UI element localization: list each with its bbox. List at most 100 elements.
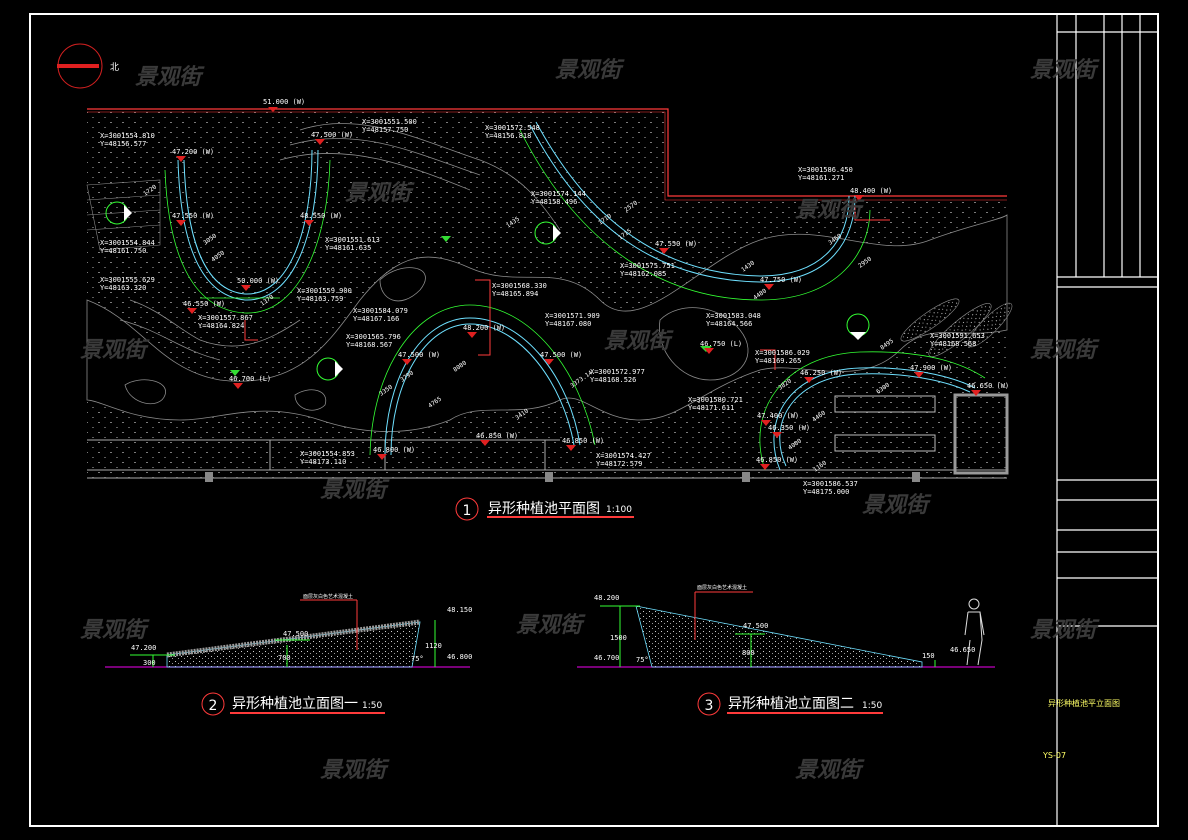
- elevation-marker-icon: [914, 372, 924, 378]
- coordinate-y: Y=48157.750: [362, 126, 408, 134]
- drawing-number: YS-07: [1042, 751, 1066, 760]
- coordinate-x: X=3001551.500: [362, 118, 417, 126]
- plan-title: 1 异形种植池平面图 1:100: [455, 497, 634, 521]
- level-label: 47.500: [283, 630, 308, 638]
- elevation-label: 46.250 (W): [800, 369, 842, 377]
- human-figure-icon: [964, 598, 985, 666]
- watermark-text: 景观街: [320, 758, 390, 783]
- watermark-text: 景观街: [604, 329, 674, 354]
- north-label: 北: [110, 62, 119, 73]
- elevation-label: 50.000 (W): [237, 277, 279, 285]
- coordinate-y: Y=48156.818: [485, 132, 531, 140]
- elevation-marker-icon: [659, 248, 669, 254]
- watermark-text: 景观街: [795, 758, 865, 783]
- coordinate-y: Y=48172.579: [596, 460, 642, 468]
- elevation-marker-icon: [480, 440, 490, 446]
- elevation-label: 47.500 (W): [398, 351, 440, 359]
- elevation-marker-icon: [971, 390, 981, 396]
- coordinate-x: X=3001557.867: [198, 314, 253, 322]
- coordinate-x: X=3001555.629: [100, 276, 155, 284]
- elevation-label: 46.850 (W): [476, 432, 518, 440]
- coordinate-y: Y=48161.635: [325, 244, 371, 252]
- svg-text:1: 1: [463, 503, 472, 519]
- dim-label: 150: [922, 652, 935, 660]
- elevation-marker-icon: [241, 285, 251, 291]
- coordinate-y: Y=48168.526: [590, 376, 636, 384]
- top-elevation-label: 51.000 (W): [263, 98, 305, 106]
- dim-label: 75°: [636, 656, 649, 664]
- elevation-1-note: 面层灰白色艺术混凝土: [303, 593, 353, 600]
- coordinate-y: Y=48164.824: [198, 322, 244, 330]
- coordinate-x: X=3001565.796: [346, 333, 401, 341]
- elevation-label: 47.550 (W): [655, 240, 697, 248]
- watermark-text: 景观街: [1030, 58, 1100, 83]
- coordinate-y: Y=48168.567: [346, 341, 392, 349]
- sheet-frame: [29, 13, 1159, 827]
- planter-walls: [177, 121, 976, 471]
- elevation-label: 46.850 (W): [562, 437, 604, 445]
- watermark-text: 景观街: [555, 58, 625, 83]
- level-label: 48.200: [594, 594, 619, 602]
- elevation-marker-icon: [315, 139, 325, 145]
- elevation-label: 46.550 (W): [183, 300, 225, 308]
- elevation-marker-icon: [176, 156, 186, 162]
- watermark-text: 景观街: [862, 493, 932, 518]
- coordinate-x: X=3001574.427: [596, 452, 651, 460]
- elevation-2-note: 面层灰白色艺术混凝土: [697, 584, 747, 591]
- svg-text:2: 2: [209, 698, 218, 714]
- elevation-label: 46.800 (W): [373, 446, 415, 454]
- elevation-marker-icon: [233, 383, 243, 389]
- elevation-marker-icon: [704, 348, 714, 354]
- coordinate-y: Y=48158.496: [531, 198, 577, 206]
- elevation-marker-icon: [176, 220, 186, 226]
- elevation-label: 46.350 (W): [768, 424, 810, 432]
- coordinate-y: Y=48167.080: [545, 320, 591, 328]
- watermark-text: 景观街: [80, 338, 150, 363]
- elevation-marker-icon: [377, 454, 387, 460]
- elevation-marker-icon: [304, 220, 314, 226]
- svg-text:异形种植池平面图: 异形种植池平面图: [488, 501, 600, 517]
- coordinate-x: X=3001572.977: [590, 368, 645, 376]
- elevation-marker-icon: [544, 359, 554, 365]
- elevation-marker-icon: [566, 445, 576, 451]
- svg-text:1:50: 1:50: [862, 701, 882, 711]
- title-block: [1056, 14, 1158, 826]
- dimension-lines: [164, 129, 986, 471]
- level-label: 46.700: [594, 654, 619, 662]
- coordinate-x: X=3001574.144: [531, 190, 586, 198]
- svg-text:3: 3: [705, 698, 714, 714]
- elevation-label: 46.650 (W): [967, 382, 1009, 390]
- elevation-marker-icon: [402, 359, 412, 365]
- dim-label: 700: [278, 654, 291, 662]
- svg-text:异形种植池立面图一: 异形种植池立面图一: [232, 696, 358, 712]
- elevation-marker-icon: [268, 107, 278, 112]
- coordinate-y: Y=48161.271: [798, 174, 844, 182]
- elevation-2-title: 3 异形种植池立面图二 1:50: [697, 692, 883, 716]
- coordinate-y: Y=48156.577: [100, 140, 146, 148]
- coordinate-x: X=3001554.810: [100, 132, 155, 140]
- coordinate-x: X=3001559.900: [297, 287, 352, 295]
- elevation-marker-icon: [760, 464, 770, 470]
- elevation-label: 47.900 (W): [910, 364, 952, 372]
- level-label: 46.800: [447, 653, 472, 661]
- coordinate-x: X=3001580.721: [688, 396, 743, 404]
- coordinate-y: Y=48165.894: [492, 290, 538, 298]
- dim-label: 1500: [610, 634, 627, 642]
- elevation-label: 47.500 (W): [311, 131, 353, 139]
- watermarks: 景观街景观街景观街景观街景观街景观街景观街景观街景观街景观街景观街景观街景观街景…: [80, 58, 1100, 783]
- coordinate-y: Y=48164.566: [706, 320, 752, 328]
- elevation-marker-icon: [772, 432, 782, 438]
- watermark-text: 景观街: [80, 618, 150, 643]
- svg-text:1:100: 1:100: [606, 505, 632, 515]
- elevation-label: 47.750 (W): [760, 276, 802, 284]
- coordinate-y: Y=48171.611: [688, 404, 734, 412]
- coordinate-x: X=3001571.909: [545, 312, 600, 320]
- elevation-label: 48.200 (W): [463, 324, 505, 332]
- dim-label: 800: [742, 649, 755, 657]
- coordinate-y: Y=48175.000: [803, 488, 849, 496]
- svg-text:1:50: 1:50: [362, 701, 382, 711]
- elevation-label: 46.850 (W): [756, 456, 798, 464]
- coordinate-x: X=3001586.537: [803, 480, 858, 488]
- elevation-marker-icon: [804, 377, 814, 383]
